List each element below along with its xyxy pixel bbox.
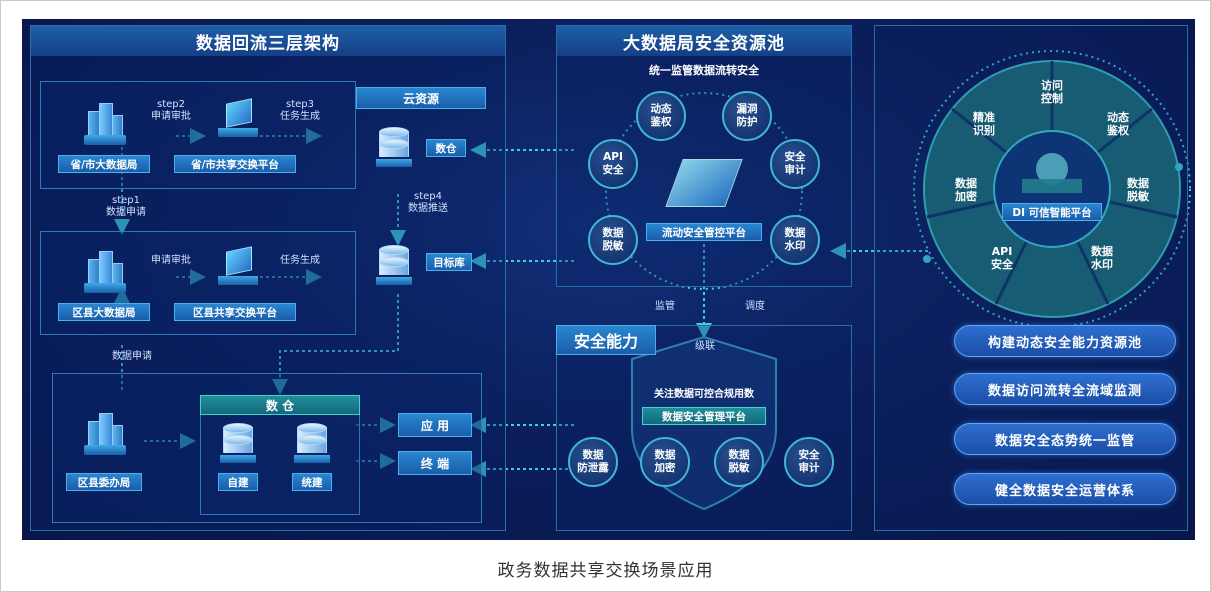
middle-subtitle: 统一监管数据流转安全 bbox=[649, 64, 759, 77]
cascade-label: 级联 bbox=[695, 341, 715, 352]
node-dynamic-auth: 动态鉴权 bbox=[636, 91, 686, 141]
pill-resource-pool: 构建动态安全能力资源池 bbox=[954, 325, 1176, 357]
di-platform-label: DI 可信智能平台 bbox=[1002, 203, 1102, 221]
county-approve-text: 申请审批 bbox=[151, 255, 191, 266]
left-panel-title: 数据回流三层架构 bbox=[31, 26, 505, 56]
middle-panel-title: 大数据局安全资源池 bbox=[557, 26, 851, 56]
segment-precise-identify: 精准 识别 bbox=[973, 111, 995, 137]
diagram-canvas: 数据回流三层架构 省/市大数据局 step2 申请审批 省/市共享交换平台 st… bbox=[22, 19, 1195, 540]
county-platform-icon bbox=[218, 246, 258, 285]
step3-label: step3 bbox=[286, 99, 314, 110]
unified-built-label: 统建 bbox=[292, 473, 332, 491]
province-platform-icon bbox=[218, 98, 258, 137]
node-security-audit: 安全审计 bbox=[770, 139, 820, 189]
county-bureau-icon bbox=[84, 249, 126, 293]
supervise-label: 监管 bbox=[655, 301, 675, 312]
county-bureau-label: 区县大数据局 bbox=[58, 303, 150, 321]
self-built-db-icon bbox=[220, 423, 256, 463]
pill-operation-system: 健全数据安全运营体系 bbox=[954, 473, 1176, 505]
self-built-label: 自建 bbox=[218, 473, 258, 491]
step2-label: step2 bbox=[157, 99, 185, 110]
step1-text: 数据申请 bbox=[106, 207, 146, 218]
county-office-icon bbox=[84, 411, 126, 455]
security-ring bbox=[605, 92, 803, 290]
core-platform-label: 流动安全管控平台 bbox=[646, 223, 762, 241]
step4-label: step4 bbox=[414, 191, 442, 202]
dispatch-label: 调度 bbox=[745, 301, 765, 312]
warehouse-label: 数仓 bbox=[426, 139, 466, 157]
step3-text: 任务生成 bbox=[280, 111, 320, 122]
pill-unified-supervision: 数据安全态势统一监管 bbox=[954, 423, 1176, 455]
unified-built-db-icon bbox=[294, 423, 330, 463]
cap-node-security-audit: 安全审计 bbox=[784, 437, 834, 487]
app-box: 应 用 bbox=[398, 413, 472, 437]
segment-data-watermark: 数据 水印 bbox=[1091, 245, 1113, 271]
node-data-masking: 数据脱敏 bbox=[588, 215, 638, 265]
province-platform-label: 省/市共享交换平台 bbox=[174, 155, 296, 173]
warehouse-db-icon bbox=[376, 127, 412, 167]
target-db-icon bbox=[376, 245, 412, 285]
capability-title: 安全能力 bbox=[556, 325, 656, 355]
figure-caption: 政务数据共享交换场景应用 bbox=[497, 561, 714, 581]
cap-node-data-encryption: 数据加密 bbox=[640, 437, 690, 487]
segment-api-security: API 安全 bbox=[991, 245, 1013, 271]
right-panel bbox=[874, 25, 1188, 531]
segment-access-control: 访问 控制 bbox=[1041, 79, 1063, 105]
province-bureau-icon bbox=[84, 101, 126, 145]
dw-title: 数 仓 bbox=[200, 395, 360, 415]
capability-panel bbox=[556, 325, 852, 531]
county-office-label: 区县委办局 bbox=[66, 473, 142, 491]
segment-data-masking: 数据 脱敏 bbox=[1127, 177, 1149, 203]
step4-text: 数据推送 bbox=[408, 203, 448, 214]
pill-flow-monitoring: 数据访问流转全流域监测 bbox=[954, 373, 1176, 405]
capability-platform-label: 数据安全管理平台 bbox=[642, 407, 766, 425]
target-to-dw-connector bbox=[272, 294, 399, 395]
terminal-box: 终 端 bbox=[398, 451, 472, 475]
cap-node-data-masking: 数据脱敏 bbox=[714, 437, 764, 487]
segment-dynamic-auth: 动态 鉴权 bbox=[1107, 111, 1129, 137]
capability-subtitle: 关注数据可控合规用数 bbox=[654, 389, 754, 400]
segment-data-encryption: 数据 加密 bbox=[955, 177, 977, 203]
cap-node-leak-prevention: 数据防泄露 bbox=[568, 437, 618, 487]
cloud-resource-title: 云资源 bbox=[356, 87, 486, 109]
node-vuln-protect: 漏洞防护 bbox=[722, 91, 772, 141]
step1-label: step1 bbox=[112, 195, 140, 206]
data-apply-text: 数据申请 bbox=[112, 351, 152, 362]
node-data-watermark: 数据水印 bbox=[770, 215, 820, 265]
target-db-label: 目标库 bbox=[426, 253, 472, 271]
step2-text: 申请审批 bbox=[151, 111, 191, 122]
county-task-text: 任务生成 bbox=[280, 255, 320, 266]
province-bureau-label: 省/市大数据局 bbox=[58, 155, 150, 173]
county-platform-label: 区县共享交换平台 bbox=[174, 303, 296, 321]
